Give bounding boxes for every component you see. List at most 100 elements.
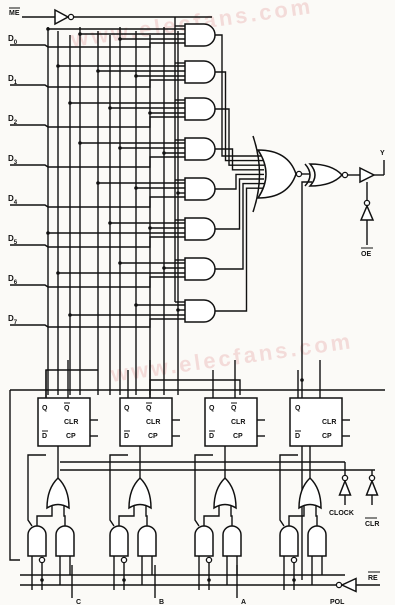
and-or-wire [203,506,220,526]
ff-qbar-label: Q [64,405,70,412]
clear-label: CLR [365,521,379,528]
and-gate-3 [184,137,216,161]
and-gate-ff-2-b [222,525,242,557]
and-or-wire [288,506,305,526]
and-gate-ff-3-a [279,525,299,557]
inversion-bubble [335,581,343,589]
subscript: 2 [14,120,18,126]
data-input-label-0: D0 [8,34,18,46]
subscript: 7 [14,320,18,326]
ff-cp-label: CP [322,433,332,440]
or-input-wire-0 [215,34,264,157]
and-or-wire [230,506,233,526]
and-or-wire [118,506,135,526]
output-buffer [359,166,376,184]
xnor-gate-extension [304,163,311,187]
junction-dot [207,578,211,582]
feedback-route [9,390,20,561]
flipflop-1 [119,397,173,447]
and-gate-4 [184,177,216,201]
feedback-wire [194,454,213,527]
feedback-wire [109,454,128,527]
data-input-label-2: D2 [8,114,18,126]
data-wire-3 [10,156,185,168]
and-gate-2 [184,97,216,121]
and-gate-7 [184,299,216,323]
flipflop-0 [37,397,91,447]
flipflop-3 [289,397,343,447]
or-gate-main [256,149,297,199]
and-gate-ff-0-a [27,525,47,557]
ff-cp-label: CP [66,433,76,440]
select-label-A: A [241,599,246,605]
inversion-bubble [341,474,349,482]
and-gate-ff-0-b [55,525,75,557]
ff-d-label: D [295,433,300,440]
junction-dot [300,378,304,382]
feedback-wire [27,454,46,527]
data-input-label-5: D5 [8,234,18,246]
and-gate-ff-1-a [109,525,129,557]
ff-d-label: D [209,433,214,440]
junction-dot [292,578,296,582]
or-input-wire-3 [215,148,264,171]
wires [9,16,385,598]
data-input-label-3: D3 [8,154,18,166]
or-input-wire-4 [215,173,264,190]
data-input-label-6: D6 [8,274,18,286]
data-wire-6 [10,276,185,288]
subscript: 1 [14,80,18,86]
ff-clr-label: CLR [231,419,245,426]
inversion-bubble [120,556,128,564]
pol-wire [301,181,312,580]
or-input-wire-7 [215,187,264,312]
subscript: 4 [14,200,18,206]
re-label: RE [368,575,378,582]
output-oe-label: OE [361,251,371,258]
or-gate-ff-0 [46,476,70,510]
ff-d-label: D [124,433,129,440]
output-y-label: Y [380,150,385,157]
ff-clr-label: CLR [322,419,336,426]
data-input-label-4: D4 [8,194,18,206]
junction-dot [40,578,44,582]
or-input-wire-6 [215,182,264,270]
and-gate-ff-1-b [137,525,157,557]
and-gate-5 [184,217,216,241]
clear-buffer [365,478,379,496]
data-wire-4 [10,196,185,208]
or-gate-ff-3 [298,476,322,510]
q-route [149,379,241,398]
subscript: 5 [14,240,18,246]
data-wire-0 [10,42,185,48]
and-gate-ff-2-a [194,525,214,557]
and-gate-ff-3-b [307,525,327,557]
select-label-B: B [159,599,164,605]
subscript: 3 [14,160,18,166]
or-gate-ff-1 [128,476,152,510]
inversion-bubble [341,171,349,179]
ff-cp-label: CP [148,433,158,440]
and-or-wire [315,506,318,526]
data-wire-2 [10,116,185,128]
ff-q-label: Q [295,405,301,412]
or-gate-extension [252,135,261,213]
inversion-bubble [38,556,46,564]
feedback-wire [279,454,298,527]
and-gate-0 [184,23,216,47]
ff-qbar-label: Q [146,405,152,412]
data-input-label-1: D1 [8,74,18,86]
ff-q-label: Q [42,405,48,412]
and-or-wire [145,506,148,526]
q-route [45,369,98,398]
and-gate-1 [184,60,216,84]
ff-cp-label: CP [233,433,243,440]
inversion-bubble [67,13,75,21]
or-input-wire-1 [215,71,264,162]
ff-q-label: Q [209,405,215,412]
clock-label: CLOCK [329,510,354,517]
inversion-bubble [205,556,213,564]
